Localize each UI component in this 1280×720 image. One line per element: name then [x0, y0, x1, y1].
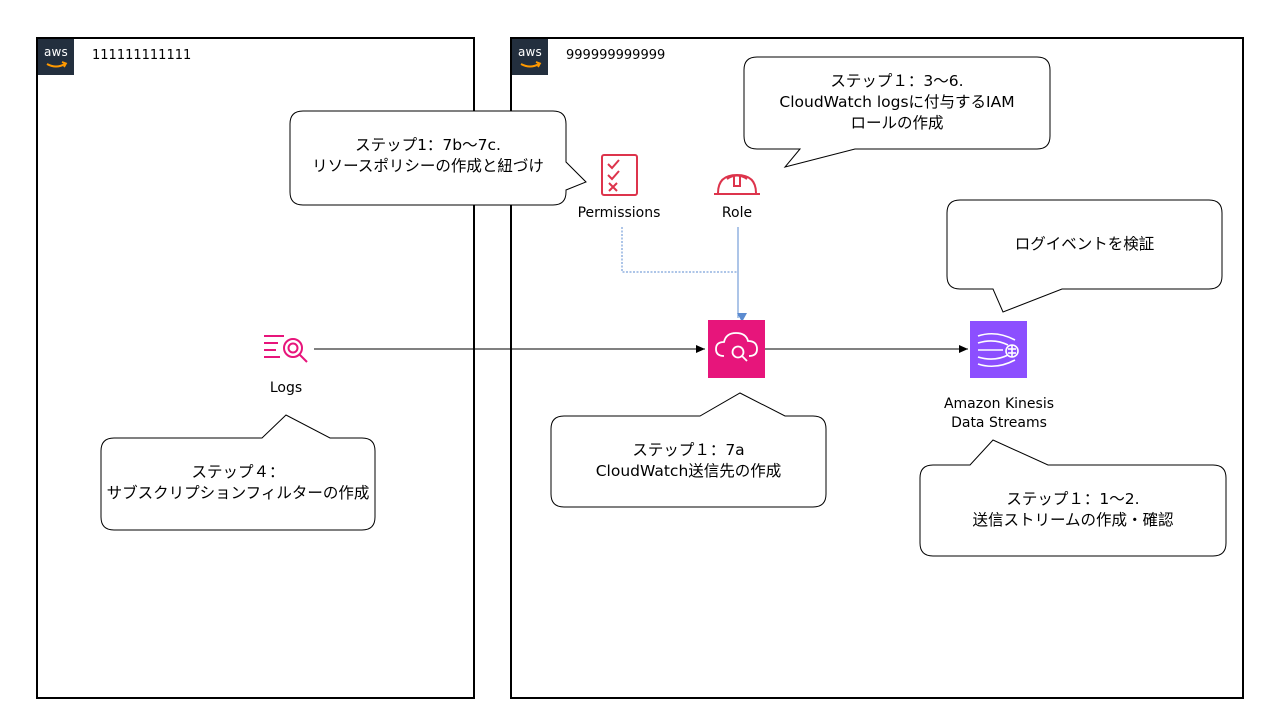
callout-line: 送信ストリームの作成・確認: [972, 511, 1174, 529]
callout-verify: [946, 199, 1223, 313]
callout-line: ステップ１：3～6.: [830, 72, 964, 90]
callout-subscription-text: ステップ４： サブスクリプションフィルターの作成: [101, 462, 375, 504]
permissions-label: Permissions: [577, 205, 661, 221]
callout-line: ロールの作成: [850, 114, 944, 132]
callout-line: CloudWatch logsに付与するIAM: [779, 93, 1015, 111]
cloudwatch-icon: [708, 320, 765, 378]
role-label: Role: [721, 205, 753, 221]
aws-logo-icon: aws: [512, 39, 548, 75]
callout-iam-role: [743, 56, 1051, 168]
aws-logo-icon: aws: [38, 39, 74, 75]
account-id-label: 111111111111: [92, 48, 192, 63]
account-id-label: 999999999999: [566, 48, 666, 63]
callout-line: ステップ１：1～2.: [1006, 490, 1140, 508]
callout-subscription: [100, 414, 376, 531]
callout-line: ステップ1：7b～7c.: [355, 136, 501, 154]
connector-permissions-to-cloudwatch: [621, 227, 738, 273]
callout-destination-text: ステップ１：7a CloudWatch送信先の作成: [551, 440, 826, 482]
callout-line: ログイベントを検証: [1014, 235, 1155, 253]
callout-line: サブスクリプションフィルターの作成: [106, 484, 370, 502]
permissions-checklist-icon: [601, 154, 638, 196]
callout-line: ステップ１：7a: [632, 441, 745, 459]
kinesis-data-streams-icon: [970, 321, 1027, 378]
callout-verify-text: ログイベントを検証: [947, 234, 1222, 255]
callout-destination: [550, 392, 827, 508]
callout-policy: [289, 110, 587, 206]
kinesis-label-line1: Amazon Kinesis: [943, 396, 1055, 412]
kinesis-label-line2: Data Streams: [951, 415, 1047, 431]
kinesis-label: Amazon Kinesis Data Streams: [928, 395, 1070, 433]
callout-line: リソースポリシーの作成と紐づけ: [312, 157, 544, 175]
callout-stream: [919, 439, 1227, 557]
callout-stream-text: ステップ１：1～2. 送信ストリームの作成・確認: [920, 489, 1226, 531]
iam-role-helmet-icon: [714, 173, 760, 195]
cloudwatch-logs-icon: [264, 335, 308, 363]
callout-policy-text: ステップ1：7b～7c. リソースポリシーの作成と紐づけ: [290, 135, 566, 177]
callout-line: ステップ４：: [191, 463, 285, 481]
callout-line: CloudWatch送信先の作成: [595, 462, 782, 480]
callout-iam-role-text: ステップ１：3～6. CloudWatch logsに付与するIAM ロールの作…: [744, 71, 1050, 134]
logs-label: Logs: [269, 380, 303, 396]
